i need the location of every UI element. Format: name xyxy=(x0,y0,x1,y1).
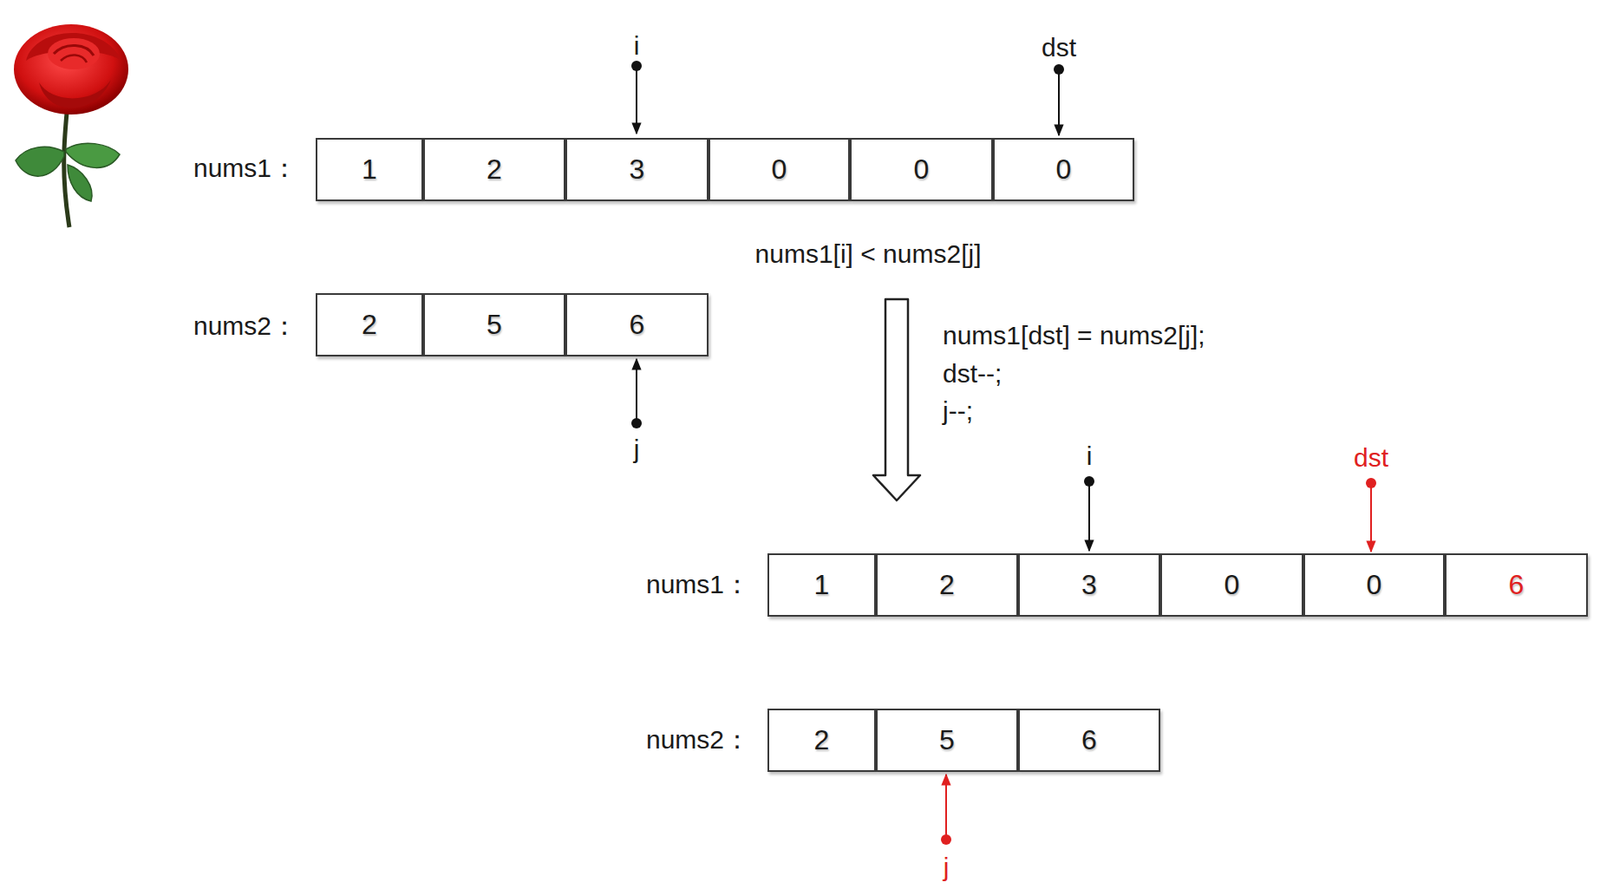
cell-value: 2 xyxy=(361,308,378,341)
cell-value: 6 xyxy=(629,308,646,341)
condition-text: nums1[i] < nums2[j] xyxy=(755,239,982,270)
array-cell: 5 xyxy=(875,708,1019,772)
pointer-label: dst xyxy=(1353,443,1389,474)
array-cell: 0 xyxy=(992,137,1135,202)
array-cell: 6 xyxy=(565,293,709,357)
cell-value: 1 xyxy=(814,568,830,601)
cell-value: 2 xyxy=(814,724,830,757)
code-line: j--; xyxy=(942,396,974,427)
pointer-label: dst xyxy=(1041,32,1077,64)
cell-value: 1 xyxy=(361,153,378,186)
pointer-arrows xyxy=(631,60,1377,845)
array-cell: 6 xyxy=(1018,708,1161,772)
array-cell: 3 xyxy=(1018,553,1161,617)
array-cell: 0 xyxy=(849,137,993,202)
array-name: nums2： xyxy=(646,724,751,756)
code-line: dst--; xyxy=(942,359,1002,390)
array-cell: 1 xyxy=(315,137,424,202)
cell-value: 0 xyxy=(1224,568,1241,601)
cell-value: 2 xyxy=(939,568,955,601)
array-cell: 2 xyxy=(767,708,876,772)
code-line: nums1[dst] = nums2[j]; xyxy=(942,320,1206,352)
cell-value: 0 xyxy=(914,153,930,186)
array-cell: 6 xyxy=(1444,553,1588,617)
cell-value: 5 xyxy=(486,308,503,341)
pointer-label: i xyxy=(633,31,640,62)
array-name: nums2： xyxy=(193,311,298,342)
rose-illustration xyxy=(13,24,129,228)
pointer-label: j xyxy=(943,852,950,883)
array-cell: 5 xyxy=(423,293,566,357)
array-cell: 0 xyxy=(708,137,850,202)
transition-arrow xyxy=(873,299,921,501)
cell-value: 6 xyxy=(1081,724,1098,757)
cell-value: 0 xyxy=(1366,568,1383,601)
pointer-label: j xyxy=(633,434,640,465)
cell-value: 3 xyxy=(629,153,646,186)
cell-value: 5 xyxy=(939,724,955,757)
cell-value: 2 xyxy=(486,153,503,186)
array-cell: 2 xyxy=(875,553,1019,617)
array-cell: 0 xyxy=(1160,553,1304,617)
array-name: nums1： xyxy=(193,153,298,184)
array-cell: 2 xyxy=(315,293,424,357)
array-cell: 1 xyxy=(767,553,876,617)
array-cell: 3 xyxy=(565,137,709,202)
cell-value: 0 xyxy=(1056,153,1072,186)
cell-value: 6 xyxy=(1508,568,1525,601)
pointer-label: i xyxy=(1086,441,1093,472)
cell-value: 0 xyxy=(771,153,788,186)
array-cell: 0 xyxy=(1303,553,1445,617)
array-cell: 2 xyxy=(423,137,566,202)
cell-value: 3 xyxy=(1081,568,1098,601)
array-name: nums1： xyxy=(646,569,751,601)
